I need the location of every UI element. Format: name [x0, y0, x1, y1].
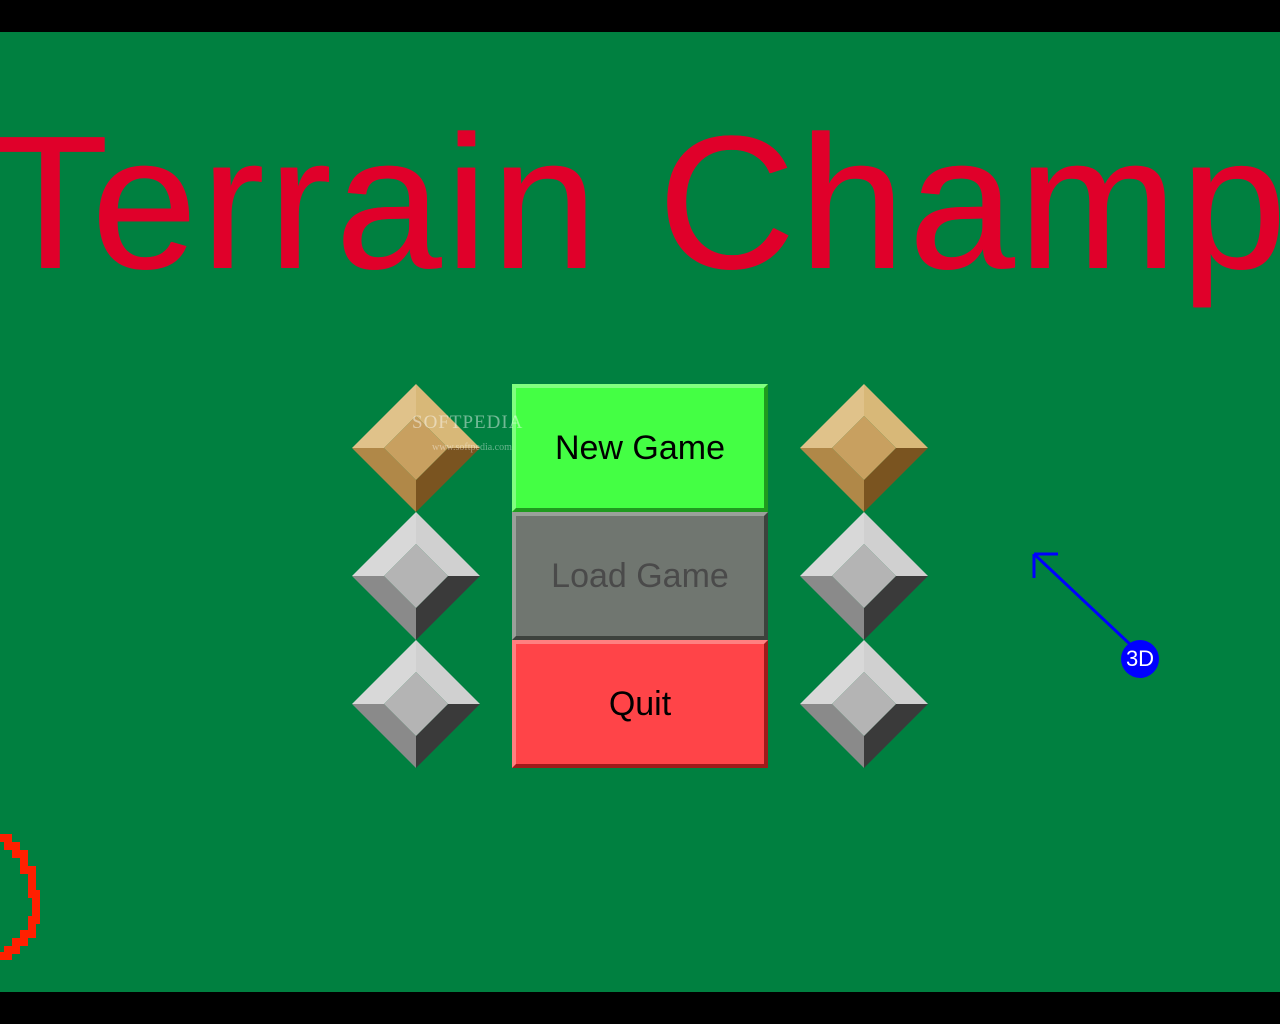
silver-gem-icon	[352, 512, 480, 640]
cursor-badge: 3D	[1125, 646, 1155, 671]
watermark-url: www.softpedia.com	[432, 442, 512, 453]
new-game-label: New Game	[554, 428, 726, 467]
silver-gem-icon	[800, 640, 928, 768]
quit-button[interactable]: Quit	[512, 640, 768, 768]
game-screen: Terrain Champ New Game Load Game Quit	[0, 32, 1280, 992]
loading-spinner-icon	[0, 834, 40, 960]
watermark-brand: SOFTPEDIA	[412, 412, 524, 433]
game-title: Terrain Champ	[0, 97, 1280, 309]
silver-gem-icon	[800, 512, 928, 640]
load-game-button[interactable]: Load Game	[512, 512, 768, 640]
gold-gem-icon	[352, 384, 480, 512]
3d-cursor-icon	[1032, 552, 1159, 678]
new-game-button[interactable]: New Game	[512, 384, 768, 512]
letterbox-top	[0, 0, 1280, 32]
gold-gem-icon	[800, 384, 928, 512]
silver-gem-icon	[352, 640, 480, 768]
quit-label: Quit	[608, 684, 672, 723]
letterbox-bottom	[0, 992, 1280, 1024]
load-game-label: Load Game	[551, 556, 729, 595]
